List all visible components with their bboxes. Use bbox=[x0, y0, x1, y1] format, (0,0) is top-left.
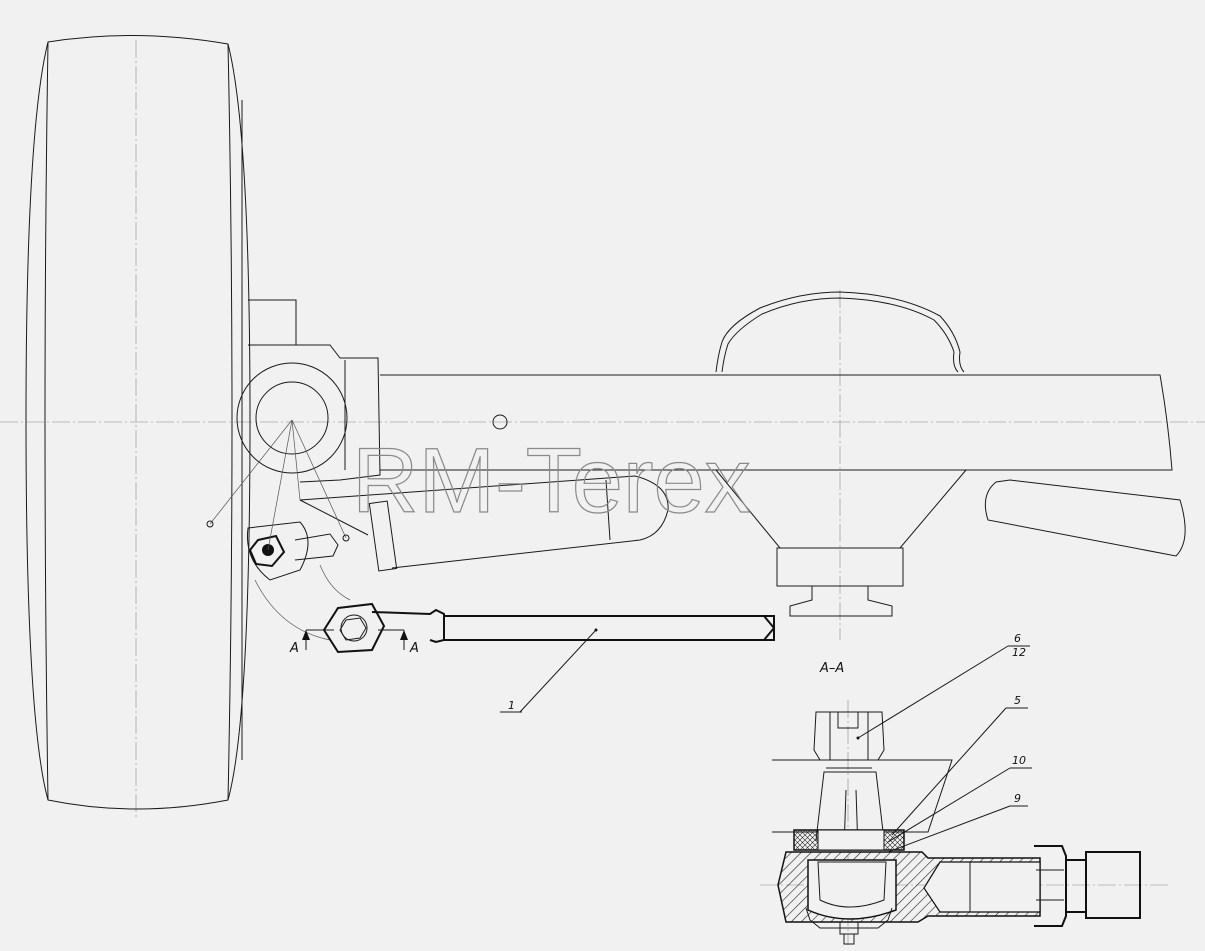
section-marker-right: А bbox=[409, 641, 419, 656]
construction-lines bbox=[206, 419, 351, 641]
axle-beam bbox=[380, 291, 1173, 471]
steering-knuckle bbox=[236, 299, 381, 483]
differential-housing bbox=[715, 469, 967, 617]
section-detail bbox=[772, 711, 1141, 945]
section-title: А–А bbox=[819, 661, 844, 676]
tie-rod bbox=[322, 602, 776, 654]
callout-10-label: 10 bbox=[1012, 754, 1026, 767]
callout-1: 1 bbox=[500, 628, 598, 713]
track-arm bbox=[294, 475, 669, 572]
callout-1-label: 1 bbox=[508, 699, 515, 712]
watermark-text: RM-Terex bbox=[352, 430, 751, 532]
section-marker-left: А bbox=[289, 641, 299, 656]
detail-callouts: 6 12 5 10 9 bbox=[856, 632, 1032, 853]
callout-9-label: 9 bbox=[1014, 792, 1021, 805]
callout-5-label: 5 bbox=[1014, 694, 1021, 707]
right-rod bbox=[984, 479, 1186, 557]
upper-ball-joint bbox=[246, 521, 309, 581]
callout-6-label: 6 bbox=[1014, 632, 1021, 645]
section-markers: А А bbox=[289, 629, 419, 656]
wheel bbox=[25, 35, 251, 810]
callout-12-label: 12 bbox=[1012, 646, 1026, 659]
